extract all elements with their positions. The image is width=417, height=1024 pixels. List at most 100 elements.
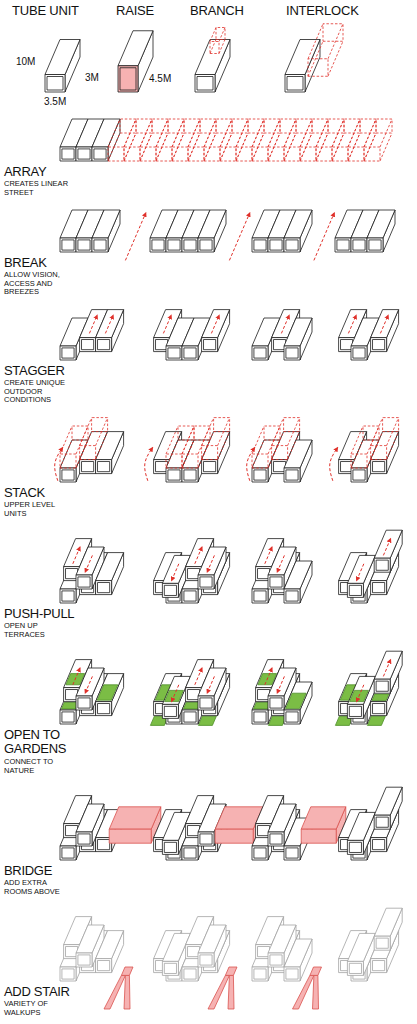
ghost-edge — [108, 119, 120, 147]
tube-roof — [284, 318, 312, 346]
tube-front — [96, 702, 112, 716]
tube-opening — [98, 583, 110, 593]
step-note: CREATES LINEAR STREET — [4, 180, 76, 197]
ghost-edge — [124, 119, 136, 147]
tube-front — [80, 338, 96, 352]
ghost-edge — [200, 119, 216, 133]
ghost-tube — [204, 119, 232, 161]
ghost-edge — [284, 119, 296, 147]
ghost-edge — [348, 119, 360, 147]
ghost-edge — [280, 119, 296, 133]
ghost-edge — [188, 133, 200, 161]
tube-opening — [62, 348, 74, 358]
tube-roof — [301, 807, 346, 829]
step-title: PUSH-PULL — [4, 607, 88, 621]
ghost-edge — [272, 446, 288, 460]
ghost-edge — [108, 147, 124, 161]
ghost-edge — [268, 119, 280, 147]
tube-front — [182, 346, 198, 360]
tube-unit — [198, 547, 226, 589]
step-title: STAGGER — [4, 364, 88, 378]
row-illustration — [60, 787, 402, 860]
tube-opening — [184, 969, 196, 979]
tube-opening — [254, 848, 266, 858]
row-illustration — [60, 530, 402, 603]
step-note: OPEN UP TERRACES — [4, 622, 76, 639]
move-arrow — [265, 668, 272, 685]
ghost-edge — [348, 147, 364, 161]
ghost-edge — [172, 133, 184, 161]
tube-opening — [200, 240, 212, 250]
tube-unit — [374, 787, 402, 829]
ghost-edge — [156, 133, 168, 161]
ghost-edge — [316, 119, 328, 147]
tube-front — [284, 346, 300, 360]
move-arrow — [277, 676, 284, 693]
tube-front — [371, 702, 387, 716]
step-title: OPEN TO GARDENS — [4, 728, 88, 757]
move-arrow — [357, 685, 364, 702]
tube-unit — [96, 553, 124, 595]
tube-front — [347, 840, 363, 854]
ghost-edge — [182, 454, 198, 468]
move-arrow — [195, 668, 202, 685]
ghost-edge — [348, 119, 360, 147]
ghost-tube — [220, 119, 248, 161]
ghost-edge — [172, 147, 188, 161]
ghost-edge — [348, 133, 360, 161]
tube-opening — [373, 462, 385, 472]
ghost-edge — [202, 432, 214, 460]
tube-opening — [353, 240, 365, 250]
tube-opening — [376, 938, 388, 948]
tube-front — [60, 967, 76, 981]
ghost-edge — [252, 426, 264, 454]
tube-opening — [254, 591, 266, 601]
move-arrow — [55, 448, 63, 481]
tube-opening — [204, 462, 216, 472]
tube-unit — [198, 668, 226, 710]
ghost-edge — [120, 119, 136, 133]
tube-opening — [94, 240, 106, 250]
tube-roof — [198, 668, 226, 696]
tube-opening — [200, 955, 212, 965]
tube-opening — [373, 340, 385, 350]
ghost-edge — [219, 28, 225, 42]
tube-opening — [94, 149, 106, 159]
tube-opening — [98, 462, 110, 472]
step-title: BRIDGE — [4, 864, 88, 878]
tube-unit — [92, 210, 120, 252]
move-arrow — [163, 315, 171, 333]
tube-front — [284, 589, 300, 603]
tube-opening — [286, 348, 298, 358]
tube-unit — [202, 432, 230, 474]
move-arrow — [89, 315, 97, 333]
ghost-edge — [188, 147, 204, 161]
ghost-edge — [156, 119, 168, 147]
tube-front — [76, 696, 92, 710]
tube-front — [215, 829, 253, 843]
move-arrow — [314, 213, 334, 261]
ghost-edge — [387, 432, 399, 460]
tube-front — [76, 575, 92, 589]
tube-opening — [270, 240, 282, 250]
ghost-tube — [80, 418, 108, 460]
move-arrow — [207, 555, 214, 572]
ghost-edge — [80, 432, 92, 460]
tube-front — [182, 967, 198, 981]
ghost-edge — [156, 119, 168, 147]
ghost-edge — [332, 119, 344, 147]
tube-front — [367, 238, 383, 252]
ghost-tube — [182, 426, 210, 468]
ghost-tube — [140, 119, 168, 161]
tube-front — [252, 846, 268, 860]
tube-opening — [254, 470, 266, 480]
ghost-edge — [72, 426, 88, 440]
tube-front — [76, 147, 92, 161]
move-arrow — [172, 685, 179, 702]
tube-front — [45, 75, 65, 93]
ghost-edge — [252, 119, 264, 147]
ghost-edge — [124, 147, 140, 161]
row-illustration — [60, 651, 402, 725]
move-arrow — [85, 555, 92, 572]
roof-garden — [97, 685, 118, 700]
